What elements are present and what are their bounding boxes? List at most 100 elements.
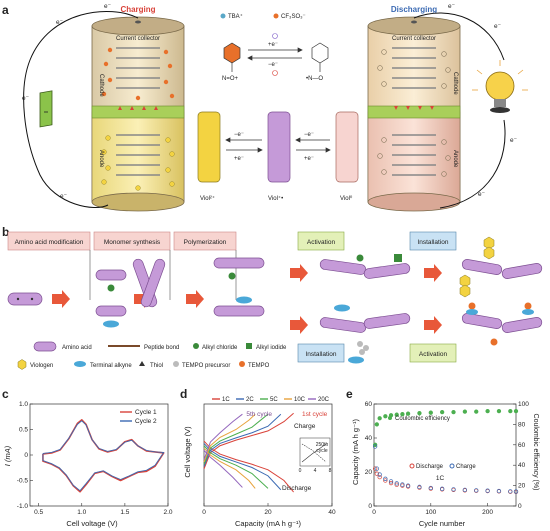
vc-annot-1st: 1st cycle [302, 411, 328, 418]
cycle-ytick-right-label: 40 [518, 462, 526, 469]
electron-label-6: e⁻ [494, 23, 502, 30]
tempo-minus-e-label: −e⁻ [268, 62, 278, 68]
cycle-ytick-right-label: 0 [518, 503, 522, 510]
installation-box-top [409, 231, 457, 251]
electron-label-3: e⁻ [22, 95, 30, 102]
cv-series-line [42, 420, 165, 492]
electron-label-1: e⁻ [104, 3, 112, 10]
vc-charge-line [203, 413, 269, 465]
panel-b-legend: Amino acid Peptide bond Alkyl chloride A… [17, 341, 287, 370]
installation-label-top: Installation [417, 239, 448, 246]
cycle-point [462, 409, 468, 414]
cv-ytick-label: 0.5 [19, 427, 28, 434]
cycle-point [383, 476, 388, 481]
cycle-ytick-right-label: 60 [518, 442, 526, 449]
electron-label-4: e⁻ [60, 193, 68, 200]
cycle-legend-ce-marker [388, 416, 392, 420]
cycle-point [485, 408, 490, 414]
left-current-collector-label: Current collector [116, 36, 160, 42]
cycle-legend-discharge-label: Discharge [416, 464, 444, 470]
monomer-amino-acid [7, 292, 43, 306]
cycle-legend-discharge-marker [409, 463, 415, 469]
cycle-point [474, 488, 479, 493]
electron-label-7: e⁻ [510, 137, 518, 144]
cycle-point [394, 481, 399, 486]
activation-box-bottom [409, 343, 457, 363]
cf3so3-label: CF₃SO₃⁻ [281, 14, 306, 20]
tempo-oxidized-molecule [223, 42, 241, 72]
viol0-label: Viol⁰ [340, 195, 353, 202]
vc-xtick-label: 40 [328, 509, 336, 516]
cycle-point [374, 466, 379, 471]
cycle-point [377, 472, 382, 477]
cycle-point [440, 410, 445, 415]
cycle-point [400, 412, 405, 417]
vc-charge-line [203, 413, 243, 460]
legend-viologen: Viologen [30, 363, 53, 369]
vc-inset-xtick: 4 [314, 468, 317, 474]
electron-label-5: e⁻ [448, 3, 456, 10]
cycle-point [383, 414, 388, 419]
cycle-ytick-right-label: 100 [518, 401, 529, 408]
cycle-ytick-right-label: 80 [518, 421, 526, 428]
tempo-oxidized-label: N=O+ [222, 76, 239, 82]
vc-legend-label: 5C [270, 397, 278, 403]
cycle-point [372, 466, 378, 471]
panel-e-label: e [346, 387, 353, 401]
cv-ytick-label: 1.0 [19, 401, 28, 408]
cycle-point [394, 412, 399, 417]
step-amino-acid-label: Amino acid modification [15, 239, 84, 246]
tempo-plus-e-label: +e⁻ [268, 42, 278, 48]
viologen-radical-molecule [267, 111, 291, 183]
cf3so3-ion-icon [273, 13, 279, 19]
cycle-point [513, 489, 519, 494]
cycle-point [400, 482, 405, 487]
cv-ytick-label: -0.5 [17, 478, 29, 485]
vc-legend-label: 1C [222, 397, 230, 403]
cv-xtick-label: 1.0 [77, 509, 86, 516]
vc-annot-charge: Charge [294, 423, 316, 430]
cycle-annot-rate: 1C [436, 475, 445, 482]
vc-charge-line [203, 413, 256, 463]
activation-label-top: Activation [307, 239, 336, 246]
legend-tempo: TEMPO [248, 363, 270, 369]
vc-discharge-line [203, 447, 256, 489]
cycle-ylabel-right: Coulombic efficiency (%) [532, 414, 539, 491]
cycle-ytick-label: 60 [365, 401, 373, 408]
cycle-xtick-label: 100 [425, 509, 436, 516]
panel-d-label: d [180, 387, 187, 401]
cycle-point [496, 408, 502, 414]
cycle-point [388, 480, 394, 486]
charging-circuit-wire [23, 10, 139, 208]
step-box-monomer [93, 231, 171, 251]
vc-xlabel: Capacity (mA h g⁻¹) [235, 519, 302, 528]
viol1-label: Viol⁺• [268, 195, 283, 202]
cycle-point [374, 422, 379, 427]
right-battery-cell [367, 16, 461, 212]
cycle-point [428, 410, 433, 415]
cycle-point [417, 484, 422, 490]
cycle-point [508, 408, 513, 414]
cycle-point [388, 479, 394, 484]
tba-ion-icon [220, 13, 226, 19]
cv-xtick-label: 1.5 [120, 509, 129, 516]
viologen-neutral-molecule [335, 111, 359, 183]
cycle-ytick-label: 0 [368, 503, 372, 510]
vc-legend-label: 10C [294, 397, 306, 403]
cycle-ytick-label: 20 [365, 469, 373, 476]
cycle-point [383, 478, 388, 483]
discharging-label: Discharging [391, 5, 437, 14]
discharging-circuit-wire [413, 12, 506, 209]
vc-discharge-line [203, 445, 269, 489]
viol2-label: Viol²⁺ [200, 195, 215, 202]
left-cathode-label: Cathode [98, 74, 104, 97]
cycle-legend-charge-label: Charge [456, 464, 476, 470]
vc-inset-charge-line [301, 443, 327, 463]
panel-c-label: c [2, 387, 9, 401]
cv-legend-label: Cycle 2 [135, 418, 157, 425]
cycle-point [377, 474, 382, 480]
vc-legend-label: 2C [246, 397, 254, 403]
electron-label-8: e⁻ [478, 191, 486, 198]
cycle-point [417, 411, 422, 416]
